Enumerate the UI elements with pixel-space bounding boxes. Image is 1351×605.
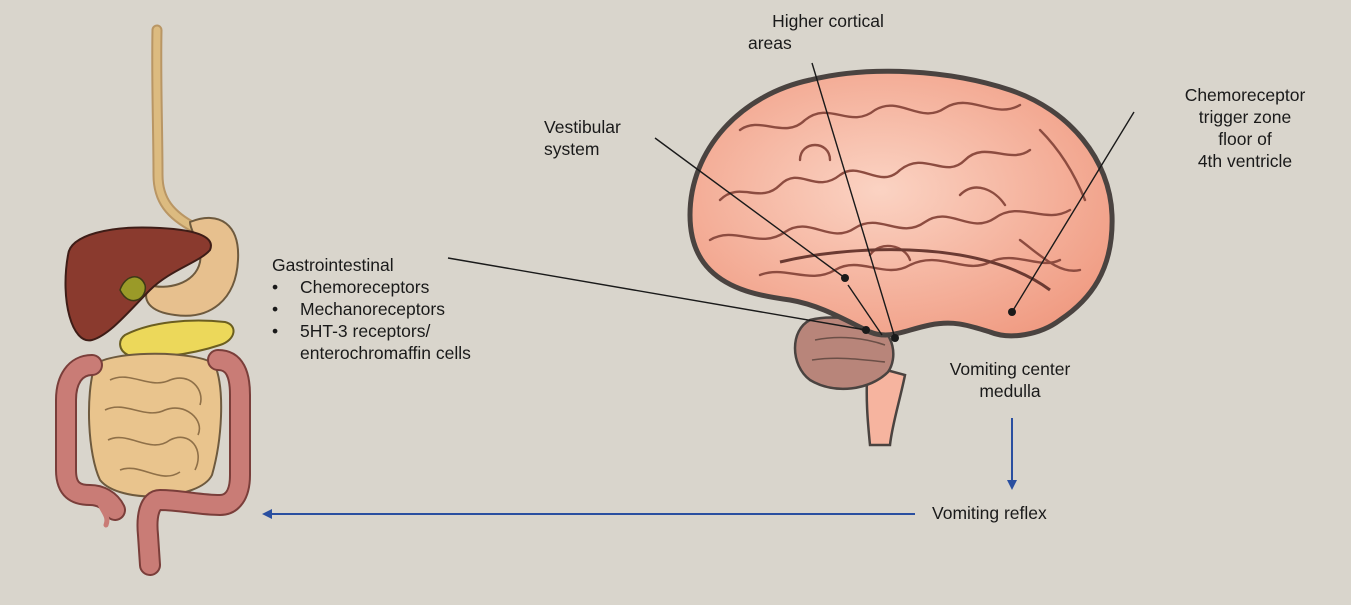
label-vomiting-reflex: Vomiting reflex [932,502,1047,524]
label-vomiting-center-line1: Vomiting center [920,358,1100,380]
label-gi-title: Gastrointestinal [272,254,471,276]
label-higher-cortical-line2: areas [748,32,908,54]
dot-higher-cortical [891,334,899,342]
gi-item-mechanoreceptors: Mechanoreceptors [272,298,471,320]
label-ctz-line1: Chemoreceptor [1150,84,1340,106]
gi-item-5ht3: 5HT-3 receptors/ [272,320,471,342]
dot-ctz [1008,308,1016,316]
gi-item-5ht3-continuation: enterochromaffin cells [272,342,471,364]
label-ctz-line3: floor of [1150,128,1340,150]
label-chemoreceptor-trigger-zone: Chemoreceptor trigger zone floor of 4th … [1150,84,1340,172]
gi-receptor-list: Chemoreceptors Mechanoreceptors 5HT-3 re… [272,276,471,342]
label-higher-cortical: Higher cortical areas [748,10,908,54]
dot-vestibular [841,274,849,282]
label-vestibular-line2: system [544,138,621,160]
dot-gastrointestinal [862,326,870,334]
label-vomiting-center: Vomiting center medulla [920,358,1100,402]
label-vestibular-line1: Vestibular [544,116,621,138]
digestive-system-illustration [65,30,240,565]
label-vestibular: Vestibular system [544,116,621,160]
label-higher-cortical-line1: Higher cortical [748,10,908,32]
label-vomiting-reflex-text: Vomiting reflex [932,503,1047,523]
label-gastrointestinal: Gastrointestinal Chemoreceptors Mechanor… [272,254,471,364]
label-ctz-line2: trigger zone [1150,106,1340,128]
gi-item-chemoreceptors: Chemoreceptors [272,276,471,298]
label-vomiting-center-line2: medulla [920,380,1100,402]
label-ctz-line4: 4th ventricle [1150,150,1340,172]
cerebrum [690,71,1112,336]
